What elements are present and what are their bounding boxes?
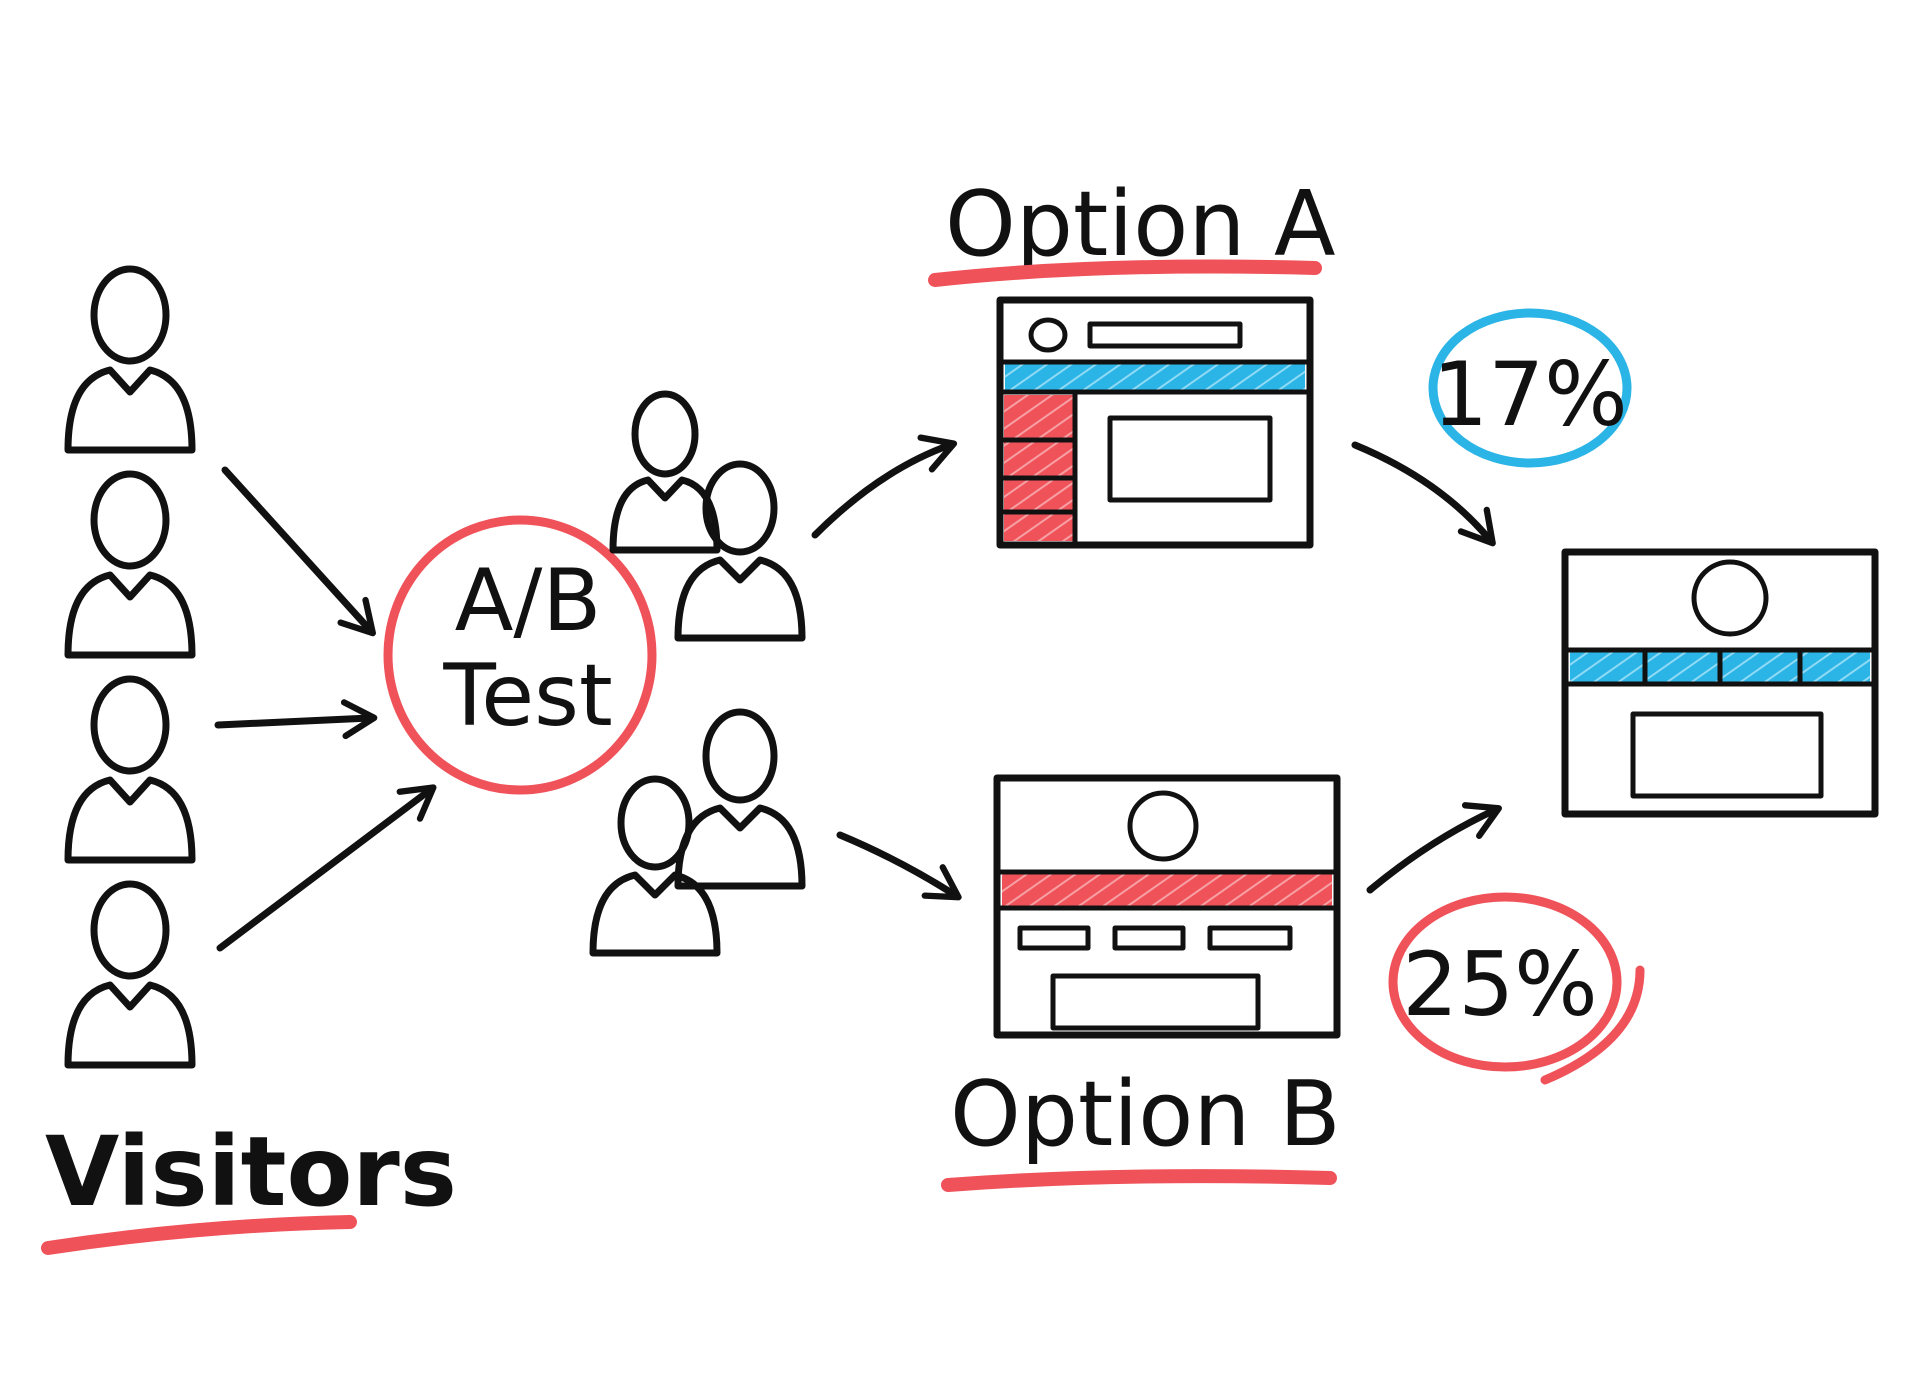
person-icon xyxy=(674,460,806,642)
winning-webpage xyxy=(1561,548,1879,818)
webpage-icon xyxy=(1561,548,1879,818)
option-a-underline xyxy=(928,259,1322,287)
person-icon xyxy=(589,775,721,957)
person-icon xyxy=(64,675,196,864)
person-icon xyxy=(609,390,721,554)
person-icon xyxy=(674,708,806,890)
percent-a-value: 17% xyxy=(1432,343,1628,446)
arrow-icon xyxy=(1366,802,1502,894)
person-icon xyxy=(64,265,196,454)
webpage-icon xyxy=(993,774,1341,1039)
option-b-underline xyxy=(941,1169,1337,1192)
percent-b-value: 25% xyxy=(1402,933,1598,1036)
arrows-to-options xyxy=(811,434,962,901)
arrows-to-winner xyxy=(1351,441,1502,894)
visitors-label: Visitors xyxy=(45,1116,457,1228)
arrows-to-test xyxy=(214,466,437,952)
group-a-visitors xyxy=(609,390,806,642)
percent-b-circle xyxy=(1388,892,1622,1072)
option-b: Option B xyxy=(941,774,1341,1192)
option-a-label: Option A xyxy=(945,172,1336,277)
webpage-icon xyxy=(996,296,1314,549)
person-icon xyxy=(64,470,196,659)
arrow-icon xyxy=(836,831,962,901)
arrow-icon xyxy=(811,434,958,539)
conversion-a: 17% xyxy=(1428,308,1632,468)
percent-a-circle xyxy=(1428,308,1632,468)
person-icon xyxy=(64,880,196,1069)
visitors-underline xyxy=(41,1215,357,1255)
arrow-icon xyxy=(214,699,378,740)
ab-test-node: A/B Test xyxy=(383,515,657,795)
arrow-icon xyxy=(1351,441,1496,547)
visitors-group: Visitors xyxy=(41,265,457,1255)
percent-b-circle-stroke xyxy=(1540,965,1645,1085)
option-a: Option A xyxy=(928,172,1336,549)
ab-test-label-line1: A/B xyxy=(455,551,602,651)
ab-test-circle xyxy=(383,515,657,795)
arrow-icon xyxy=(221,466,376,637)
option-b-label: Option B xyxy=(950,1062,1341,1167)
conversion-b: 25% xyxy=(1388,892,1645,1085)
group-b-visitors xyxy=(589,708,806,957)
ab-test-label-line2: Test xyxy=(442,646,612,746)
arrow-icon xyxy=(216,784,437,952)
